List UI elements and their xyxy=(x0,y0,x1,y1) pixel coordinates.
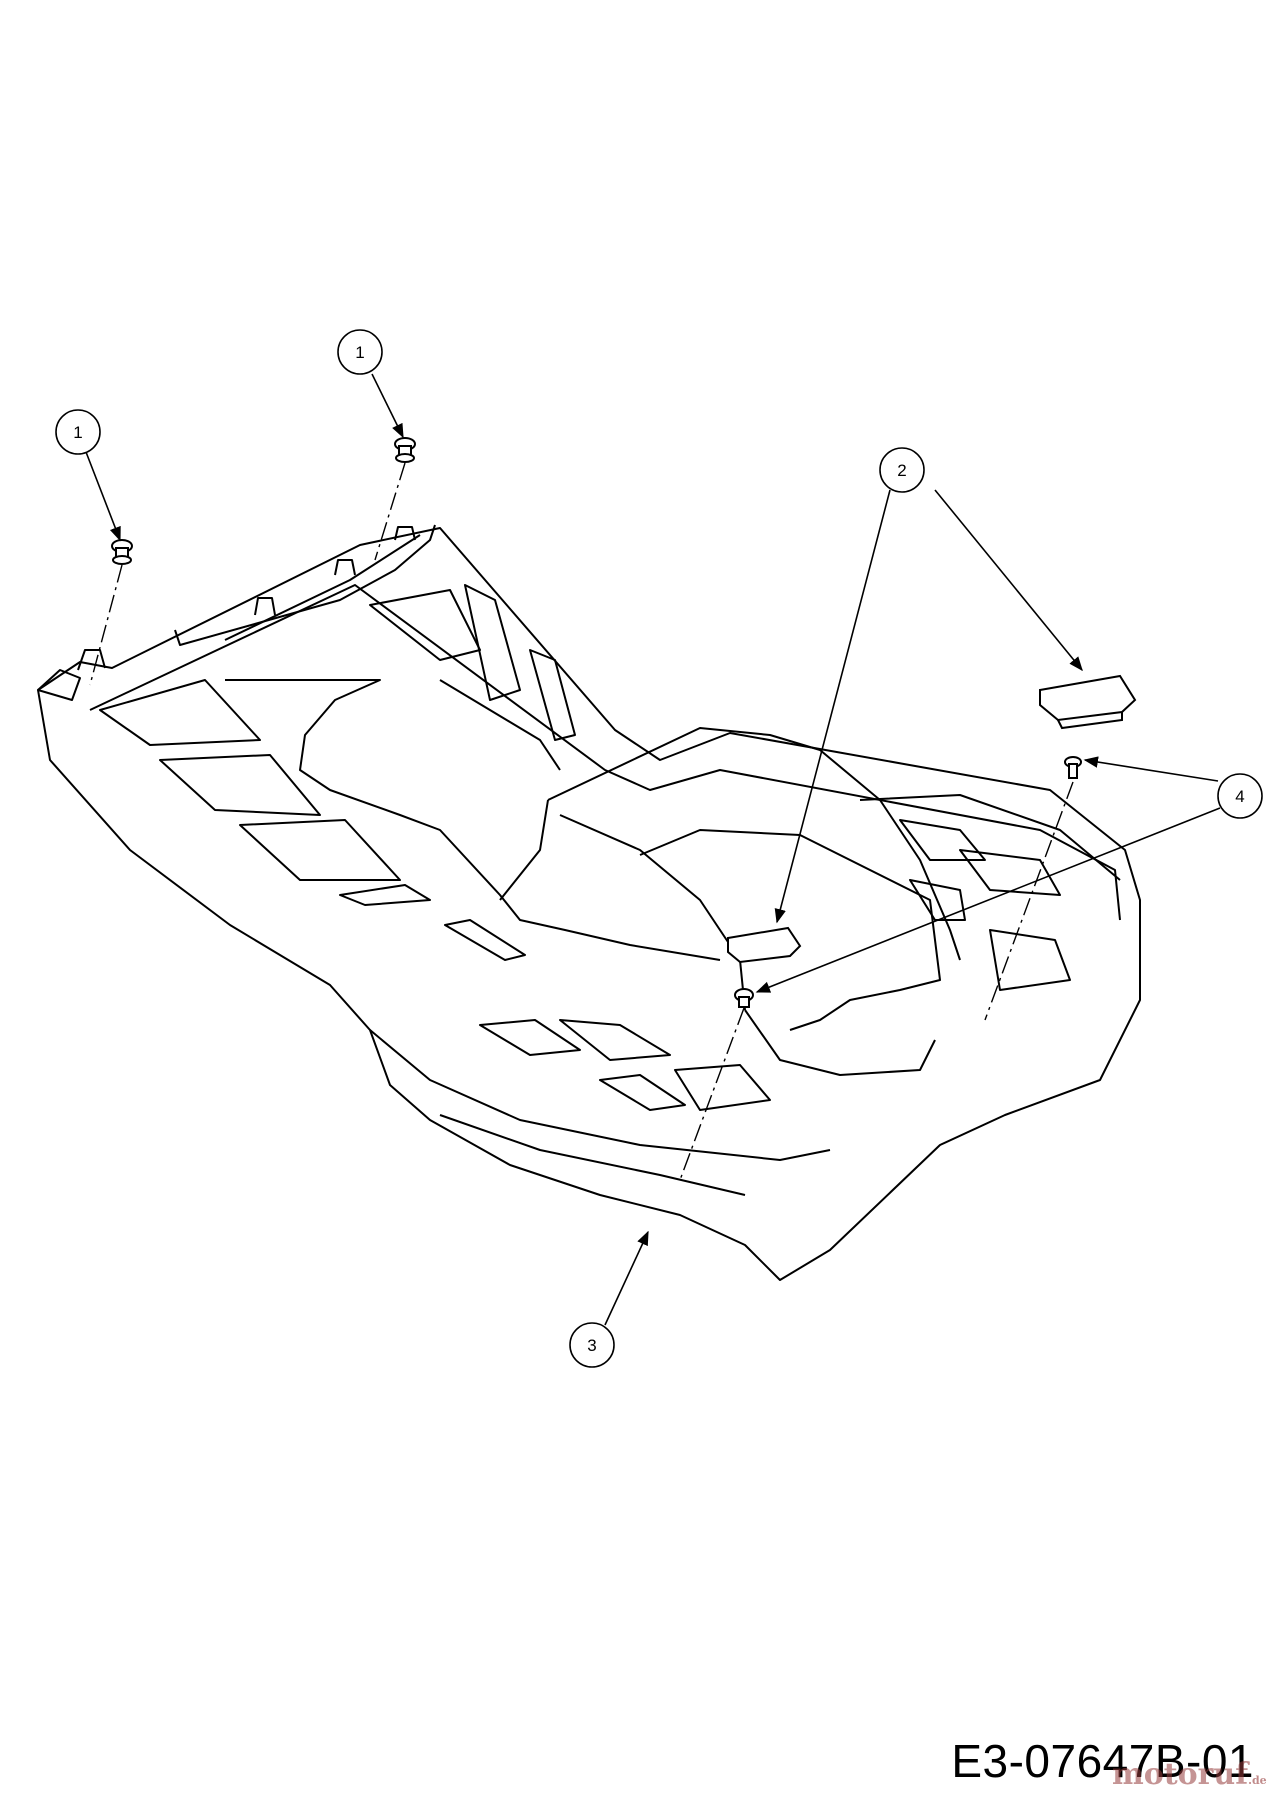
lower-pocket xyxy=(674,1064,771,1111)
body-outline xyxy=(37,527,1141,1281)
seat-well-front-wall xyxy=(499,799,549,901)
callout-1b: 1 xyxy=(337,329,383,375)
drawing-number: E3-07647B-01 xyxy=(951,1735,1254,1787)
watermark-suffix: .de xyxy=(1248,1774,1267,1787)
post-left xyxy=(77,649,106,671)
tunnel-rib-2 xyxy=(464,584,521,701)
post-center xyxy=(254,597,276,616)
callout-label: 1 xyxy=(73,423,82,442)
floor-recess-right xyxy=(439,679,561,771)
leader-2b xyxy=(774,489,891,924)
cap-plate-2a xyxy=(1039,674,1137,730)
cap-plate-2b xyxy=(727,926,802,964)
tunnel-rib-1 xyxy=(369,589,481,661)
assembly-lines xyxy=(89,462,1074,1181)
rear-rib-3 xyxy=(909,879,966,921)
seat-well-inner-right xyxy=(744,1009,936,1076)
front-skirt-lower xyxy=(439,1114,746,1196)
assembly-line-1b xyxy=(374,462,406,561)
lower-rib-1 xyxy=(444,919,526,961)
rear-pocket xyxy=(989,929,1071,991)
leader-4a xyxy=(1083,756,1219,782)
seat-well-floor xyxy=(639,829,941,1031)
body-inner-edge xyxy=(89,584,1121,921)
callout-label: 3 xyxy=(587,1336,596,1355)
leader-2a xyxy=(934,489,1083,672)
side-tab xyxy=(37,669,81,701)
lower-rib-2 xyxy=(479,1019,581,1056)
leader-lines xyxy=(85,373,1221,1326)
leader-3 xyxy=(604,1230,649,1326)
tread-rib-4 xyxy=(339,884,431,906)
rear-rib-2 xyxy=(959,849,1061,896)
callout-label: 4 xyxy=(1235,787,1244,806)
watermark-text: motoruf xyxy=(1112,1757,1249,1792)
seat-well-rim xyxy=(547,727,961,961)
post-right xyxy=(334,559,356,576)
callouts: 1 1 2 3 4 xyxy=(55,329,1263,1368)
body-panel-drawing xyxy=(37,524,1141,1281)
screw-4b xyxy=(734,988,754,1008)
callout-2: 2 xyxy=(879,447,925,493)
floor-recess xyxy=(225,679,721,961)
leader-4b xyxy=(755,807,1221,993)
assembly-line-1a xyxy=(89,564,123,686)
watermark-logo: motoruf.de xyxy=(1112,1757,1267,1792)
callout-1a: 1 xyxy=(55,409,101,455)
rear-rib-1 xyxy=(899,819,986,861)
hardware xyxy=(111,437,1137,1008)
leader-1a xyxy=(85,451,121,542)
lower-rib-3 xyxy=(559,1019,671,1061)
screw-1b xyxy=(394,437,416,463)
leader-1b xyxy=(371,373,404,439)
post-top-right xyxy=(394,526,416,541)
screw-4a xyxy=(1064,756,1082,779)
seat-well-front xyxy=(559,814,746,1011)
assembly-line-4a xyxy=(984,781,1074,1021)
screw-1a xyxy=(111,539,133,565)
tread-rib-1 xyxy=(99,679,261,746)
callout-label: 2 xyxy=(897,461,906,480)
tunnel-rib-3 xyxy=(529,649,576,741)
front-skirt xyxy=(369,1029,831,1161)
callout-3: 3 xyxy=(569,1322,615,1368)
callout-label: 1 xyxy=(355,343,364,362)
rear-platform xyxy=(859,794,1121,881)
callout-4: 4 xyxy=(1217,773,1263,819)
lower-rib-4 xyxy=(599,1074,686,1111)
front-crest-inner xyxy=(224,534,421,641)
tread-rib-2 xyxy=(159,754,321,816)
front-crest xyxy=(174,524,436,646)
tread-rib-3 xyxy=(239,819,401,881)
